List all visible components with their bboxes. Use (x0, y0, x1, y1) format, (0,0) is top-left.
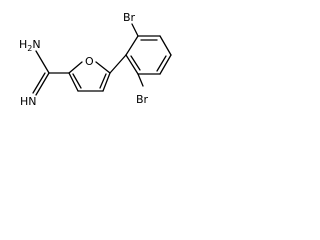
bond-ph-c4-c5-inner (156, 55, 167, 72)
bromine-top-label: Br (123, 11, 136, 24)
bond-furan-c2-o (68, 61, 83, 74)
imine-h: H (20, 95, 28, 108)
bromine-bottom-label: Br (136, 93, 149, 106)
bond-c-nh-2 (32, 72, 46, 94)
bond-ph-c1-c2 (125, 35, 139, 56)
amine-h: H (19, 38, 27, 51)
bond-ph-c3-c4 (159, 35, 172, 56)
bond-ph-br-bottom (137, 73, 144, 87)
bond-ph-c4-c5 (159, 54, 172, 75)
structure-diagram: H2N HN O Br Br (19, 11, 172, 108)
bond-ph-c6-c1-inner (130, 55, 141, 71)
bond-c-nh-1 (35, 72, 50, 96)
bond-ph-c6-c1 (125, 54, 139, 75)
amine-label: H2N (19, 38, 41, 53)
amine-n: N (32, 38, 40, 51)
bond-c-nh2 (35, 50, 50, 74)
bond-ph-br-top (131, 23, 139, 37)
imine-n: N (28, 95, 36, 108)
bond-furan-c5-c4-inner (99, 73, 107, 89)
bond-furan-o-c5 (95, 61, 111, 74)
bond-furan-c3-c2 (68, 72, 79, 92)
bond-furan-phenyl (109, 54, 127, 74)
imine-label: HN (20, 95, 37, 108)
oxygen-label: O (85, 55, 94, 68)
bond-furan-c5-c4 (102, 72, 111, 92)
amine-sub: 2 (27, 44, 32, 53)
bond-furan-c3-c2-inner (72, 73, 82, 89)
